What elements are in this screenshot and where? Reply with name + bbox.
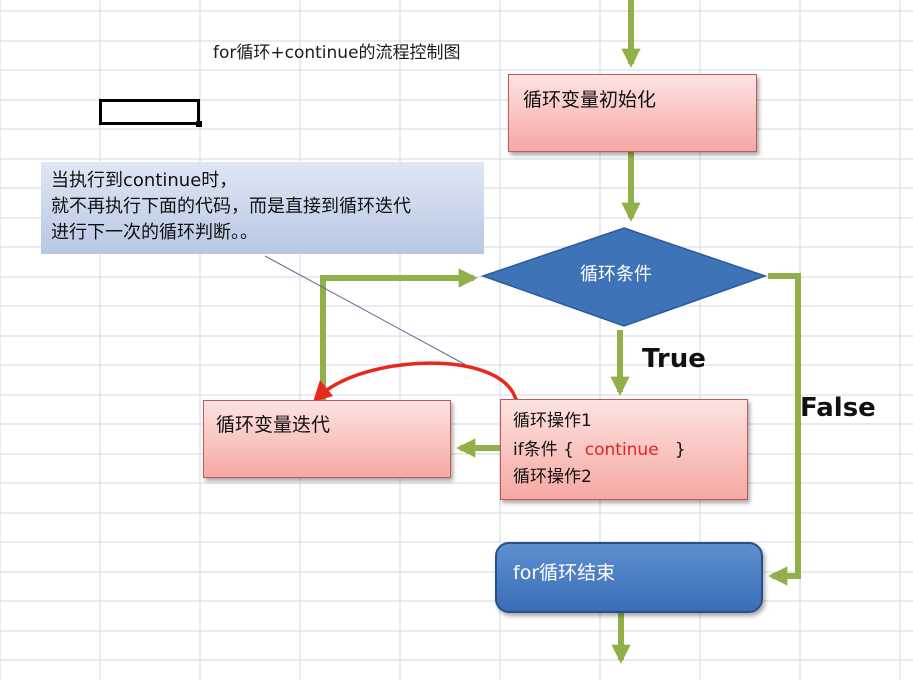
if-condition-text: if条件 { <box>513 440 574 460</box>
closing-brace: } <box>674 440 686 460</box>
page-title: for循环+continue的流程控制图 <box>213 43 461 63</box>
continue-path-arrowhead <box>313 380 333 402</box>
iteration-label: 循环变量迭代 <box>216 414 331 436</box>
callout-line-1: 当执行到continue时， <box>51 170 238 191</box>
arrow-iteration-loop-back <box>320 268 478 400</box>
if-continue-line: if条件 { continue } <box>513 435 686 460</box>
condition-label: 循环条件 <box>580 264 652 285</box>
callout-line-3: 进行下一次的循环判断。。 <box>51 222 258 243</box>
callout-pointer <box>264 255 467 366</box>
init-box: 循环变量初始化 <box>508 74 757 152</box>
fill-handle[interactable] <box>196 121 202 127</box>
operation-1-label: 循环操作1 <box>513 411 592 431</box>
iteration-box: 循环变量迭代 <box>203 400 451 478</box>
false-label: False <box>800 393 876 423</box>
loop-end-label: for循环结束 <box>513 562 616 584</box>
init-label: 循环变量初始化 <box>523 89 657 111</box>
selected-cell[interactable] <box>99 99 202 127</box>
true-label: True <box>642 344 706 374</box>
loop-end-box: for循环结束 <box>495 542 763 613</box>
continue-keyword: continue <box>584 440 659 460</box>
condition-diamond <box>480 227 768 327</box>
callout-line-2: 就不再执行下面的代码，而是直接到循环迭代 <box>51 196 411 217</box>
operation-2-label: 循环操作2 <box>513 467 592 487</box>
continue-callout: 当执行到continue时， 就不再执行下面的代码，而是直接到循环迭代 进行下一… <box>41 162 484 254</box>
arrow-condition-false <box>768 273 801 586</box>
operations-box: 循环操作1 if条件 { continue } 循环操作2 <box>500 399 748 500</box>
